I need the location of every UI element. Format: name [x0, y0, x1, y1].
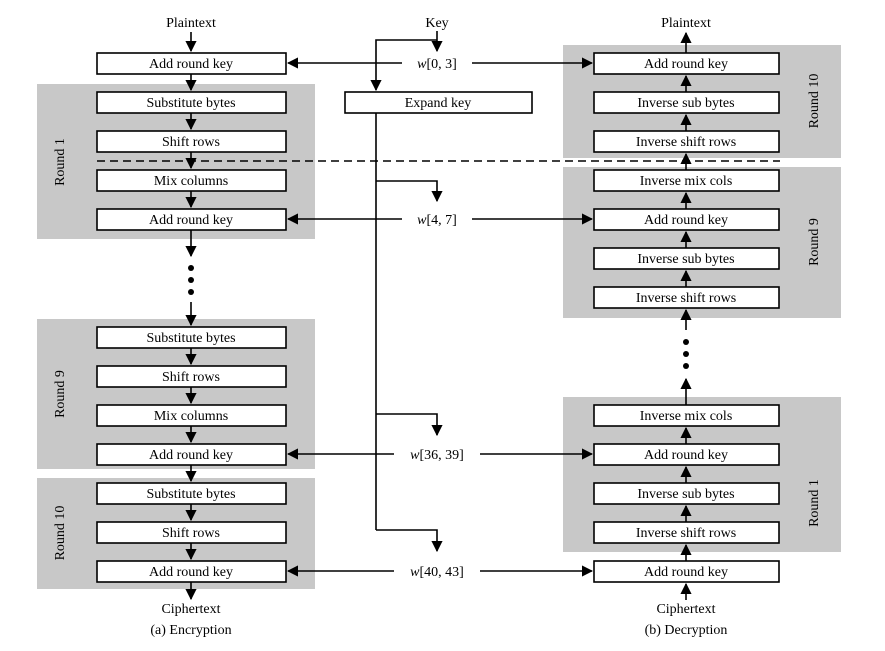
- enc-r10-substitute-bytes-label: Substitute bytes: [146, 487, 235, 502]
- enc-r10-add-round-key-label: Add round key: [149, 565, 233, 580]
- dec-plaintext-label: Plaintext: [661, 16, 711, 31]
- enc-initial-add-round-key-label: Add round key: [149, 57, 233, 72]
- enc-r9-add-round-key-label: Add round key: [149, 448, 233, 463]
- dec-round-10-label: Round 10: [807, 74, 822, 129]
- enc-r1-mix-columns-label: Mix columns: [154, 174, 228, 189]
- enc-round-1-label: Round 1: [53, 138, 68, 186]
- dec-r9-add-round-key: [593, 208, 780, 231]
- enc-r9-mix-columns-label: Mix columns: [154, 409, 228, 424]
- expand-key-label: Expand key: [405, 96, 471, 111]
- dec-r1-inverse-shift-rows: [593, 521, 780, 544]
- dec-r10-inverse-shift-rows-label: Inverse shift rows: [636, 135, 736, 150]
- dec-r1-add-round-key-label: Add round key: [644, 448, 728, 463]
- enc-ellipsis-dot: [188, 265, 194, 271]
- enc-round-9-label: Round 9: [53, 370, 68, 418]
- key-word-0-3: w[0, 3]: [417, 57, 457, 72]
- enc-round-10-label: Round 10: [53, 506, 68, 561]
- enc-caption: (a) Encryption: [150, 623, 231, 638]
- dec-r10-inverse-sub-bytes-label: Inverse sub bytes: [637, 96, 734, 111]
- enc-r1-shift-rows-label: Shift rows: [162, 135, 220, 150]
- dec-r1-inverse-sub-bytes: [593, 482, 780, 505]
- dec-ellipsis-dot: [683, 339, 689, 345]
- enc-ciphertext-label: Ciphertext: [161, 602, 220, 617]
- dec-r9-add-round-key-label: Add round key: [644, 213, 728, 228]
- dec-round-1-label: Round 1: [807, 479, 822, 527]
- enc-r1-add-round-key-label: Add round key: [149, 213, 233, 228]
- dec-r1-inverse-shift-rows-label: Inverse shift rows: [636, 526, 736, 541]
- dec-r1-inverse-mix-cols: [593, 404, 780, 427]
- dec-r10-add-round-key: [593, 52, 780, 75]
- dec-ellipsis-dot: [683, 351, 689, 357]
- enc-ellipsis-dot: [188, 277, 194, 283]
- enc-r1-substitute-bytes-label: Substitute bytes: [146, 96, 235, 111]
- dec-r9-inverse-sub-bytes-label: Inverse sub bytes: [637, 252, 734, 267]
- dec-initial-add-round-key-label: Add round key: [644, 565, 728, 580]
- enc-r9-shift-rows-label: Shift rows: [162, 370, 220, 385]
- enc-plaintext-label: Plaintext: [166, 16, 216, 31]
- dec-r10-inverse-sub-bytes: [593, 91, 780, 114]
- key-label: Key: [425, 16, 448, 31]
- dec-caption: (b) Decryption: [645, 623, 728, 638]
- dec-r10-add-round-key-label: Add round key: [644, 57, 728, 72]
- key-branch-40-43: [376, 529, 443, 553]
- dec-initial-add-round-key: [593, 560, 780, 583]
- enc-ellipsis-dot: [188, 289, 194, 295]
- key-branch-36-39: [376, 413, 443, 437]
- dec-r9-inverse-mix-cols: [593, 169, 780, 192]
- key-word-4-7: w[4, 7]: [417, 213, 457, 228]
- expand-key-box: [344, 91, 533, 114]
- enc-r9-substitute-bytes-label: Substitute bytes: [146, 331, 235, 346]
- dec-round-9-label: Round 9: [807, 218, 822, 266]
- dec-r10-inverse-shift-rows: [593, 130, 780, 153]
- dec-r9-inverse-shift-rows: [593, 286, 780, 309]
- dec-r9-inverse-mix-cols-label: Inverse mix cols: [640, 174, 733, 189]
- dec-r9-inverse-shift-rows-label: Inverse shift rows: [636, 291, 736, 306]
- dec-r1-inverse-sub-bytes-label: Inverse sub bytes: [637, 487, 734, 502]
- key-input-line: [370, 39, 437, 92]
- key-word-40-43: w[40, 43]: [410, 565, 464, 580]
- dec-ciphertext-label: Ciphertext: [656, 602, 715, 617]
- key-branch-4-7: [376, 180, 443, 203]
- dec-r9-inverse-sub-bytes: [593, 247, 780, 270]
- dec-r1-inverse-mix-cols-label: Inverse mix cols: [640, 409, 733, 424]
- key-word-36-39: w[36, 39]: [410, 448, 464, 463]
- dec-ellipsis-dot: [683, 363, 689, 369]
- dec-r1-add-round-key: [593, 443, 780, 466]
- enc-r10-shift-rows-label: Shift rows: [162, 526, 220, 541]
